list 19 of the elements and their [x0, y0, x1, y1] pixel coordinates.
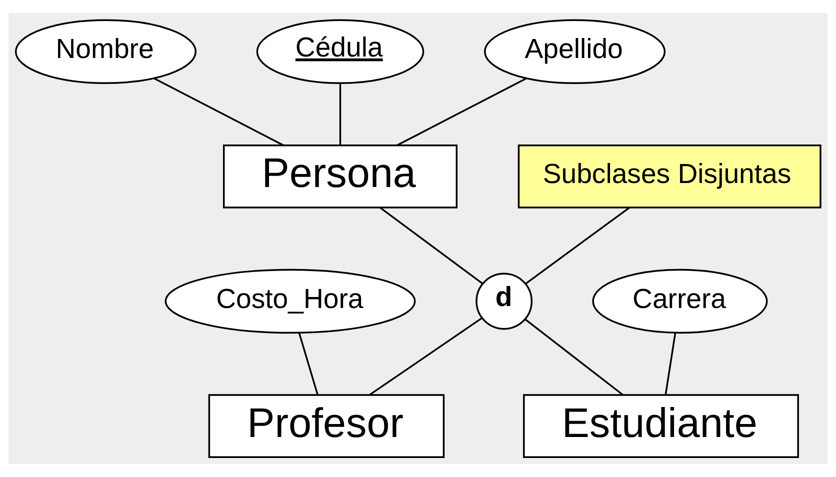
node-box: Subclases Disjuntas [518, 144, 822, 208]
connector [524, 318, 624, 396]
node-box: Profesor [208, 394, 445, 458]
node-ellipse: Nombre [14, 19, 197, 84]
connector [339, 83, 342, 146]
connector [396, 78, 527, 146]
connector [298, 332, 318, 395]
node-circle: d [476, 272, 533, 330]
node-ellipse: Cédula [256, 19, 424, 84]
connector [154, 78, 284, 146]
connector [525, 206, 630, 284]
node-ellipse: Carrera [592, 268, 768, 334]
connector [369, 318, 482, 396]
connector [379, 206, 483, 284]
node-ellipse: Costo_Hora [164, 268, 416, 334]
node-ellipse: Apellido [484, 19, 666, 84]
node-box: Persona [223, 144, 458, 208]
node-box: Estudiante [523, 394, 799, 458]
connector [664, 332, 676, 395]
